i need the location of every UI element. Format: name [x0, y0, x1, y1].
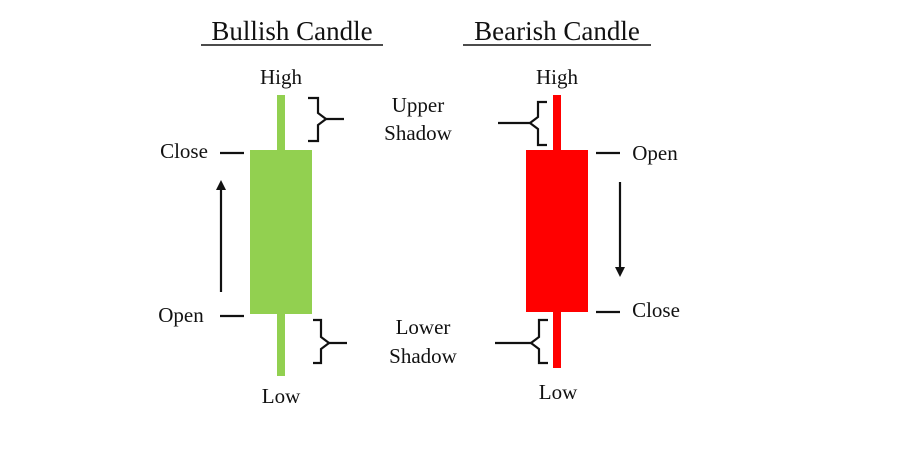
bullish-body	[250, 150, 312, 314]
upper-shadow-label-line2: Shadow	[384, 121, 453, 145]
bullish-high-label: High	[260, 65, 303, 89]
bearish-close-label: Close	[632, 298, 680, 322]
bullish-title: Bullish Candle	[211, 16, 372, 46]
bearish-low-label: Low	[539, 380, 578, 404]
bullish-close-label: Close	[160, 139, 208, 163]
lower-shadow-label-line1: Lower	[396, 315, 451, 339]
bearish-high-label: High	[536, 65, 579, 89]
bearish-body	[526, 150, 588, 312]
bullish-lower-shadow-bracket	[313, 318, 331, 365]
bearish-lower-shadow-bracket	[529, 318, 548, 365]
bullish-low-label: Low	[262, 384, 301, 408]
bearish-upper-shadow-bracket	[528, 100, 547, 147]
bearish-title: Bearish Candle	[474, 16, 640, 46]
bullish-open-label: Open	[158, 303, 204, 327]
bearish-open-label: Open	[632, 141, 678, 165]
lower-shadow-label-line2: Shadow	[389, 344, 458, 368]
upper-shadow-label-line1: Upper	[392, 93, 444, 117]
bullish-upper-shadow-bracket	[308, 96, 328, 143]
